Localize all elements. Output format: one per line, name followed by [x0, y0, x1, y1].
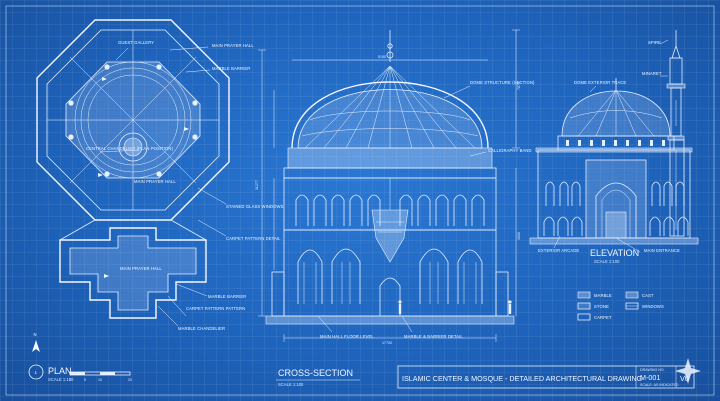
exterior-arcade	[543, 216, 689, 236]
section-title: CROSS-SECTION	[278, 368, 353, 378]
elevation-drawing	[529, 30, 699, 245]
elevation-scale: SCALE 1:100	[594, 259, 620, 264]
scale-tick-0: 0	[69, 378, 71, 382]
label-main-prayer-hall-top: MAIN PRAYER HALL	[212, 43, 254, 48]
elevation-title: ELEVATION	[590, 248, 639, 258]
label-carpet-pattern: CARPET PATTERN PATTERN	[186, 306, 245, 311]
title-block-note: SCALE: AS INDICATED	[640, 383, 679, 387]
scale-tick-5: 5	[84, 378, 86, 382]
chandelier-circle-outer	[118, 132, 148, 162]
label-calligraphy-band: CALLIGRAPHY BAND	[488, 148, 532, 153]
legend-label-marble: MARBLE	[594, 293, 612, 298]
section-scale: SCALE 1:100	[278, 382, 304, 387]
svg-text:7870: 7870	[517, 82, 521, 90]
legend-swatches	[577, 291, 639, 321]
label-spire: SPIRE	[648, 40, 661, 45]
section-drawing: 11277 7870 3000 17700 5150	[255, 29, 521, 345]
plan-columns	[68, 64, 198, 177]
svg-text:3000: 3000	[517, 232, 521, 240]
title-block	[276, 365, 695, 389]
label-marble-barrier: MARBLE BARRIER	[212, 66, 250, 71]
north-label: N	[34, 332, 37, 337]
legend-label-stone: STONE	[594, 304, 609, 309]
title-block-sheet: V0	[680, 374, 689, 383]
title-block-heading: ISLAMIC CENTER & MOSQUE - DETAILED ARCHI…	[402, 374, 643, 383]
label-main-prayer-hall-mid: MAIN PRAYER HALL	[134, 179, 176, 184]
label-central-chandelier: CENTRAL CHANDELIER (PLAN POSITION)	[86, 146, 174, 151]
svg-text:5150: 5150	[378, 55, 386, 59]
chandelier-circle-inner	[123, 137, 143, 157]
plan-radial-lines	[47, 30, 219, 210]
label-main-hall-floor: MAIN HALL FLOOR LEVEL	[320, 334, 374, 339]
plan-drawing	[36, 19, 230, 319]
sheet-border	[5, 5, 715, 396]
plan-annex-inner	[69, 235, 197, 311]
label-stained-glass: STAINED GLASS WINDOWS	[226, 204, 284, 209]
plan-title: PLAN	[48, 366, 72, 376]
title-block-drawing-label: DRAWING NO.	[640, 368, 665, 372]
scale-tick-10: 10	[98, 378, 102, 382]
legend-label-carpet: CARPET	[594, 315, 612, 320]
label-minaret: MINARET	[642, 71, 662, 76]
label-marble-barrier-low: MARBLE BARRIER	[208, 294, 246, 299]
north-arrow	[32, 340, 40, 352]
title-block-drawing-no: M-001	[640, 373, 660, 382]
label-dome-structure: DOME STRUCTURE (SECTION)	[470, 80, 535, 85]
legend-label-windows: WINDOWS	[642, 304, 664, 309]
label-dome-exterior: DOME EXTERIOR TRACE	[574, 80, 626, 85]
svg-text:17700: 17700	[382, 341, 392, 345]
plan-inner-octagon	[46, 29, 220, 211]
label-marble-chandelier: MARBLE CHANDELIER	[178, 326, 225, 331]
plan-number: 1	[35, 370, 38, 375]
label-exterior-arcade: EXTERIOR ARCADE	[538, 248, 579, 253]
plan-annex	[59, 227, 207, 319]
section-chandelier	[371, 209, 409, 263]
label-main-prayer-hall-low: MAIN PRAYER HALL	[120, 266, 162, 271]
plan-scale: SCALE 1:100	[48, 377, 74, 382]
label-carpet-detail: CARPET PATTERN DETAIL	[226, 236, 281, 241]
section-ground	[265, 315, 515, 325]
scale-tick-20: 20	[128, 378, 132, 382]
plan-number-circle	[28, 364, 44, 380]
legend-label-cast: CAST	[642, 293, 654, 298]
label-marble-barrier-detail: MARBLE & BARRIER DETAIL	[404, 334, 463, 339]
label-main-entrance: MAIN ENTRANCE	[644, 248, 680, 253]
calligraphy-band-shape	[287, 147, 493, 169]
compass-star-icon	[675, 358, 701, 384]
plan-scale-bar	[69, 371, 131, 376]
svg-text:11277: 11277	[255, 180, 259, 190]
label-guest-gallery: GUEST GALLERY	[118, 40, 154, 45]
